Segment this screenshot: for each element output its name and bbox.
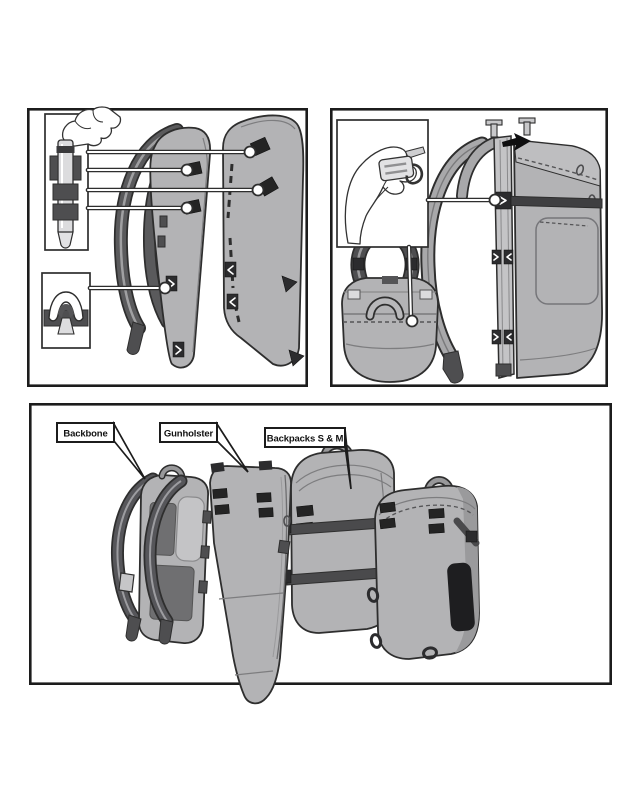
callout-dot-4	[180, 201, 194, 215]
s-hook-2	[369, 633, 383, 649]
edge-loop-1	[159, 215, 168, 228]
panel-product-lineup: Backbone Gunholster Backpacks S & M	[28, 402, 613, 705]
callout-lines	[85, 145, 265, 295]
handle-mount	[382, 276, 398, 284]
holster-seam	[218, 592, 284, 600]
bb-waist-pad	[118, 572, 135, 593]
backpack-shell-body	[222, 114, 305, 367]
strap-tail-loop	[442, 350, 464, 384]
holster-patch-3	[256, 492, 272, 503]
shoulder-strap-left-edge	[119, 128, 178, 329]
fastener-pin-illustration	[49, 139, 82, 249]
holster-body	[209, 465, 292, 705]
holster-top-tab-2	[258, 460, 273, 471]
holster-zip-pull	[283, 515, 291, 527]
gunholster-label-box	[159, 422, 218, 443]
edge-clip-2	[172, 341, 185, 358]
hand-pin-icon	[61, 106, 122, 147]
inset-buckle-detail	[336, 119, 429, 248]
strap-adjuster-left	[352, 257, 365, 271]
d-ring-2	[288, 349, 305, 367]
base-buckle-left	[347, 289, 361, 300]
callout-dot-5	[158, 281, 172, 295]
bb-rail-clip-1	[202, 510, 212, 524]
strap-tail	[126, 321, 146, 355]
flap-zipper	[517, 157, 599, 181]
edge-loop-2	[157, 235, 166, 248]
callout-dot-2	[180, 163, 194, 177]
s-hook-1	[366, 587, 380, 603]
zip-pull-1	[575, 164, 585, 176]
s-strap-buckle	[465, 530, 478, 543]
panel-attachment-detail	[26, 106, 308, 387]
holster-side-clip	[277, 539, 291, 555]
s-patch-1	[379, 501, 396, 514]
m-patch-1	[296, 504, 314, 518]
strap-centerline	[427, 143, 483, 357]
bottom-seam	[519, 347, 597, 361]
topview-body	[341, 277, 439, 383]
shell-top-seam	[240, 119, 296, 130]
bb-strap-end-1	[125, 614, 142, 642]
s-side-pocket	[447, 562, 475, 632]
holster-patch-4	[258, 507, 274, 518]
rail-foot	[495, 363, 512, 377]
backbone-label-box	[56, 422, 115, 443]
hook-cross-section-illustration	[43, 291, 89, 335]
shell-clip-2	[226, 293, 239, 310]
bb-back-panel	[175, 496, 205, 562]
s-zipper	[380, 504, 474, 524]
callout-dot-handle	[405, 314, 419, 328]
backbone-edge-seam	[192, 137, 208, 353]
gunholster-label: Gunholster	[164, 429, 214, 440]
panel-sideview-detail	[329, 107, 608, 387]
lineup-labels: Backbone Gunholster Backpacks S & M	[56, 420, 352, 490]
backpack-shell-illustration	[222, 114, 305, 367]
backbone-slab	[149, 126, 212, 369]
finger-creases	[74, 109, 104, 130]
callout-dot-buckle	[488, 193, 502, 207]
rail-clip-pair-2	[491, 329, 514, 345]
bb-rail-clip-2	[200, 545, 210, 559]
backbone-product-illustration	[111, 464, 212, 645]
holster-patch-1	[212, 488, 228, 499]
direction-arrow-icon	[502, 133, 531, 151]
bb-rail-clip-3	[198, 580, 208, 594]
backbone-label: Backbone	[63, 429, 107, 440]
shell-clip-1	[224, 261, 237, 278]
gunholster-product-illustration	[209, 460, 292, 705]
bb-handle	[160, 465, 184, 479]
ladder-buckle-illustration	[378, 146, 426, 185]
inset-pin-detail	[44, 106, 122, 251]
backpacks-label-box	[264, 427, 346, 448]
holster-top-tab-1	[210, 462, 225, 473]
base-buckle-right	[419, 289, 433, 300]
holster-patch-2	[214, 504, 230, 515]
s-hook-3	[422, 646, 438, 660]
callout-dot-3	[251, 183, 265, 197]
rail-top-hooks	[485, 117, 536, 138]
pocket-zipper	[539, 221, 589, 227]
s-patch-3	[428, 508, 445, 519]
rail-clip-pair-1	[491, 249, 514, 265]
bb-strap-end-2	[158, 618, 174, 645]
grab-handle	[367, 298, 403, 319]
callout-lines	[405, 193, 502, 328]
inset-hook-detail	[41, 272, 91, 349]
s-patch-4	[428, 523, 445, 534]
side-pocket	[535, 217, 599, 305]
side-view-backpack-illustration	[420, 117, 603, 384]
backpack-s-illustration	[366, 476, 480, 660]
d-ring-1	[281, 275, 298, 293]
s-patch-2	[379, 517, 396, 530]
backpacks-label: Backpacks S & M	[267, 434, 344, 445]
callout-dot-1	[243, 145, 257, 159]
holster-zipper	[276, 474, 288, 660]
